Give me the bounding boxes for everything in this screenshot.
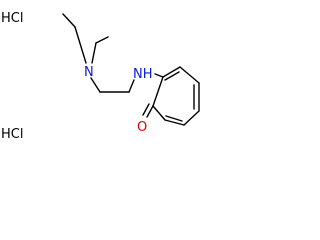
structure-diagram: HCl HCl N NH O [1,11,200,142]
amine-nitrogen-label: N [84,65,94,80]
bond-c-nh [128,79,135,93]
hcl-label-top: HCl [1,11,23,26]
bond-nh-ring [154,73,164,78]
ring-bond-7 [152,76,164,107]
amino-nh-label: NH [133,67,153,82]
ring-bond-1 [162,66,181,78]
ring-bond-5 [164,119,185,126]
bond-ethyl2-cc [95,36,109,44]
ring-bond-1-inner [164,71,180,81]
carbonyl-bond-b [142,103,150,116]
ring-bond-2 [179,66,200,84]
bond-ethyl2-nc [91,42,97,64]
carbonyl-oxygen-label: O [137,120,147,135]
ring-bond-4 [183,110,200,126]
carbonyl-bond-a [146,105,154,118]
hcl-label-bottom: HCl [1,127,23,142]
bond-ethyl1-c1c2 [62,13,76,28]
ring-bond-5-inner [165,115,183,122]
bond-ethyl1-c2n [74,26,87,64]
bond-n-c [90,77,101,93]
ring-bond-6 [152,105,166,121]
